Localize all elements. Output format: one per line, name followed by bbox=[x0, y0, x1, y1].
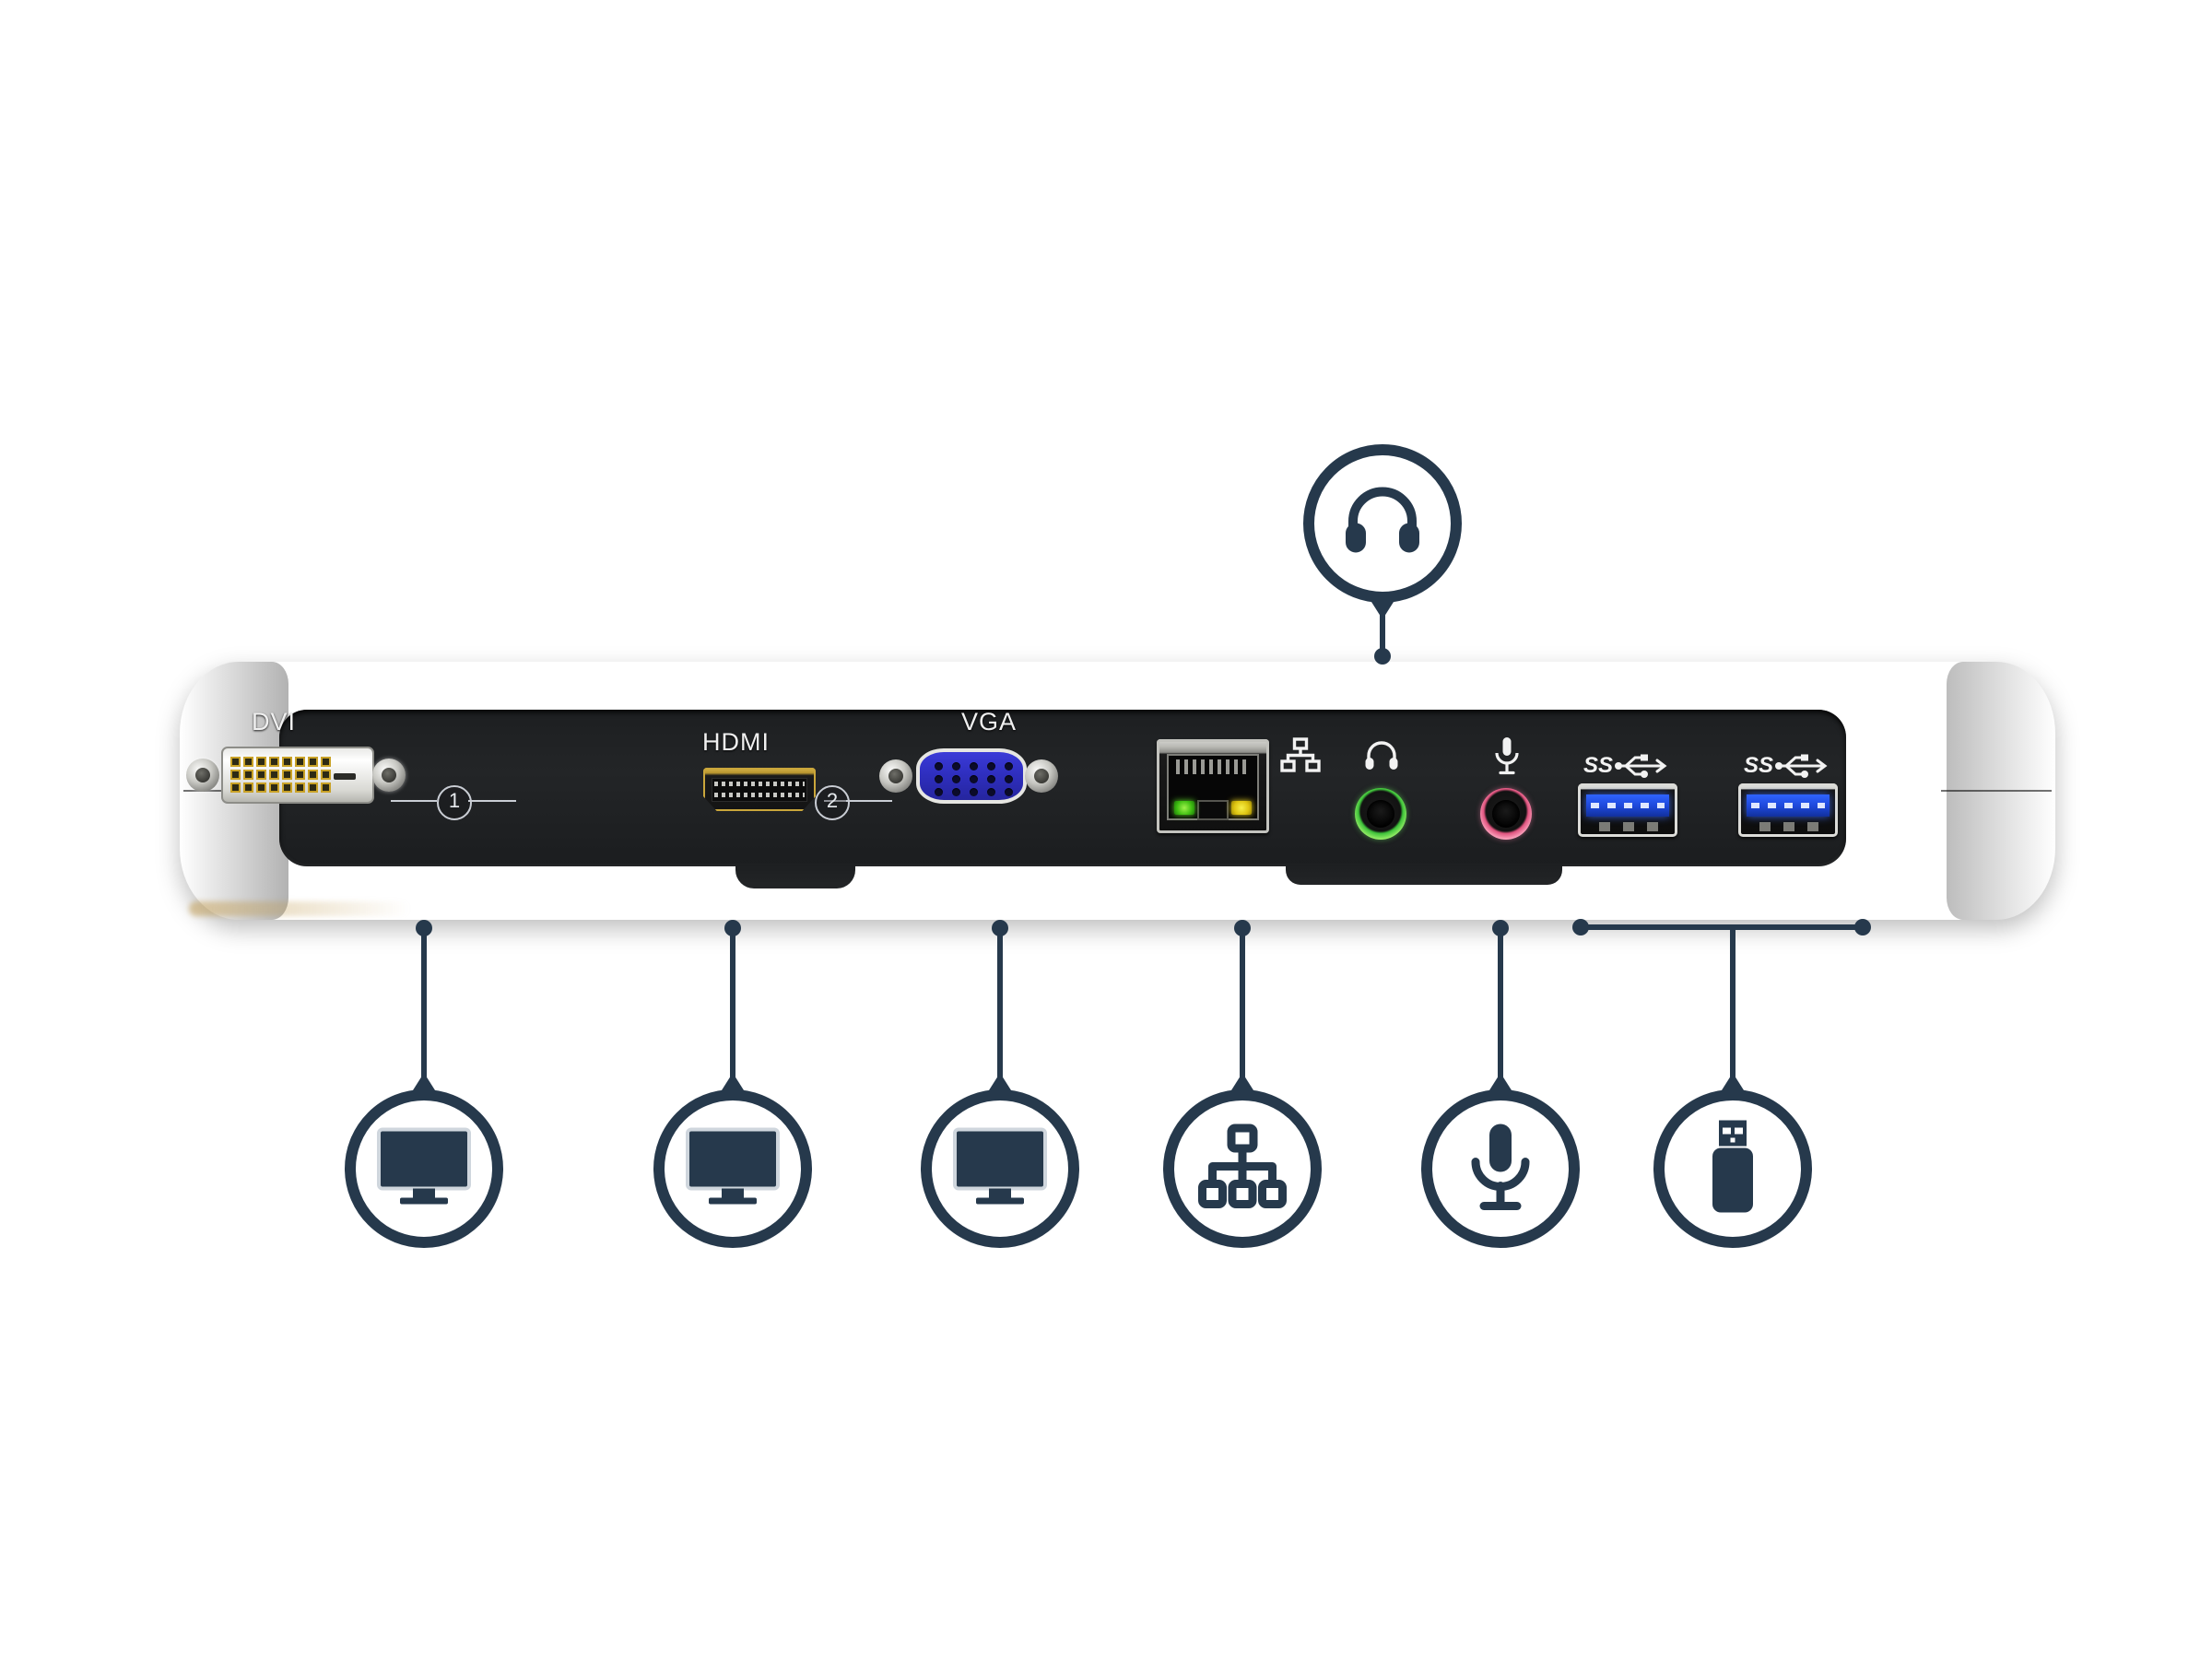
dvi-flat-blade bbox=[334, 773, 356, 780]
usb-bracket-line bbox=[1578, 924, 1865, 930]
marker-1-line-right bbox=[468, 800, 516, 802]
callout-microphone-pointer bbox=[1483, 1073, 1518, 1100]
usb-bracket-dot-right bbox=[1854, 919, 1871, 935]
leader-dot-headphone bbox=[1374, 648, 1391, 665]
usb-port-2-insert bbox=[1747, 794, 1830, 817]
usb-port-1[interactable] bbox=[1578, 783, 1677, 837]
leader-line-microphone bbox=[1498, 925, 1503, 1089]
usb-port-2[interactable] bbox=[1738, 783, 1838, 837]
monitor-icon bbox=[376, 1127, 472, 1211]
leader-line-ethernet bbox=[1240, 925, 1245, 1089]
marker-1-line-left bbox=[391, 800, 437, 802]
leader-line-dvi-monitor bbox=[421, 925, 427, 1089]
hdmi-contact-strip bbox=[712, 778, 807, 802]
callout-microphone[interactable] bbox=[1421, 1073, 1580, 1248]
monitor-icon bbox=[685, 1127, 781, 1211]
ethernet-port[interactable] bbox=[1157, 739, 1269, 833]
ethernet-contact-pins bbox=[1176, 759, 1250, 774]
callout-hdmi-monitor-pointer bbox=[715, 1073, 750, 1100]
hdmi-port-label: HDMI bbox=[702, 728, 770, 756]
vga-connector-body bbox=[916, 748, 1027, 804]
usb-port-2-lower-contacts bbox=[1747, 822, 1830, 831]
microphone-jack-port[interactable] bbox=[1480, 788, 1532, 840]
monitor-icon bbox=[952, 1127, 1048, 1211]
leader-line-headphone bbox=[1380, 603, 1385, 656]
callout-usb-storage-pointer bbox=[1715, 1073, 1750, 1100]
leader-dot-vga-monitor bbox=[992, 920, 1008, 936]
panel-notch-hdmi bbox=[735, 865, 855, 888]
dvi-port-label: DVI bbox=[252, 708, 297, 735]
ethernet-jack-mouth bbox=[1167, 754, 1259, 820]
network-icon bbox=[1198, 1124, 1287, 1214]
vga-screw-left bbox=[879, 759, 912, 793]
leader-line-usb-storage bbox=[1730, 924, 1735, 1090]
marker-2: 2 bbox=[815, 785, 850, 820]
callout-ethernet-network-pointer bbox=[1225, 1073, 1260, 1100]
svg-text:SS: SS bbox=[1583, 753, 1613, 778]
dvi-pin-grid bbox=[230, 757, 331, 793]
ethernet-key-slot bbox=[1197, 800, 1229, 820]
ethernet-link-led bbox=[1174, 801, 1194, 815]
hdmi-port[interactable] bbox=[703, 768, 816, 811]
callout-hdmi-monitor[interactable] bbox=[653, 1073, 812, 1248]
leader-dot-hdmi-monitor bbox=[724, 920, 741, 936]
callout-headphone-pointer bbox=[1365, 592, 1400, 619]
microphone-icon bbox=[1467, 1122, 1534, 1217]
leader-line-hdmi-monitor bbox=[730, 925, 735, 1089]
callout-ethernet-network[interactable] bbox=[1163, 1073, 1322, 1248]
callout-dvi-monitor-pointer bbox=[406, 1073, 441, 1100]
ethernet-activity-led bbox=[1231, 801, 1252, 815]
usb-superspeed-logo-2-icon: SS bbox=[1744, 752, 1832, 784]
vga-screw-right bbox=[1025, 759, 1058, 793]
usb-port-1-insert bbox=[1586, 794, 1669, 817]
marker-1: 1 bbox=[437, 785, 472, 820]
microphone-jack-glyph-icon bbox=[1493, 735, 1521, 781]
callout-vga-monitor-pointer bbox=[982, 1073, 1018, 1100]
leader-dot-ethernet bbox=[1234, 920, 1251, 936]
callout-vga-monitor[interactable] bbox=[921, 1073, 1079, 1248]
panel-notch-usb bbox=[1286, 865, 1562, 885]
dvi-screw-right bbox=[372, 759, 406, 792]
dock-seam-right bbox=[1941, 790, 2052, 792]
leader-line-vga-monitor bbox=[997, 925, 1003, 1089]
dvi-screw-left bbox=[186, 759, 219, 792]
lan-glyph-icon bbox=[1279, 737, 1322, 779]
marker-2-line-right bbox=[846, 800, 892, 802]
usb-bracket-dot-left bbox=[1572, 919, 1589, 935]
leader-dot-microphone bbox=[1492, 920, 1509, 936]
usb-drive-icon bbox=[1704, 1119, 1761, 1219]
headphone-jack-port[interactable] bbox=[1355, 788, 1406, 840]
callout-dvi-monitor[interactable] bbox=[345, 1073, 503, 1248]
vga-pin-holes bbox=[935, 762, 1018, 796]
usb-port-1-lower-contacts bbox=[1586, 822, 1669, 831]
leader-dot-dvi-monitor bbox=[416, 920, 432, 936]
headphone-jack-glyph-icon bbox=[1363, 737, 1400, 779]
svg-text:SS: SS bbox=[1744, 753, 1773, 778]
vga-port-label: VGA bbox=[961, 708, 1018, 735]
usb-superspeed-logo-1-icon: SS bbox=[1583, 752, 1672, 784]
headphone-icon bbox=[1340, 481, 1425, 567]
callout-usb-storage[interactable] bbox=[1653, 1073, 1812, 1248]
callout-headphone[interactable] bbox=[1303, 444, 1462, 619]
dvi-connector-body bbox=[221, 747, 374, 804]
